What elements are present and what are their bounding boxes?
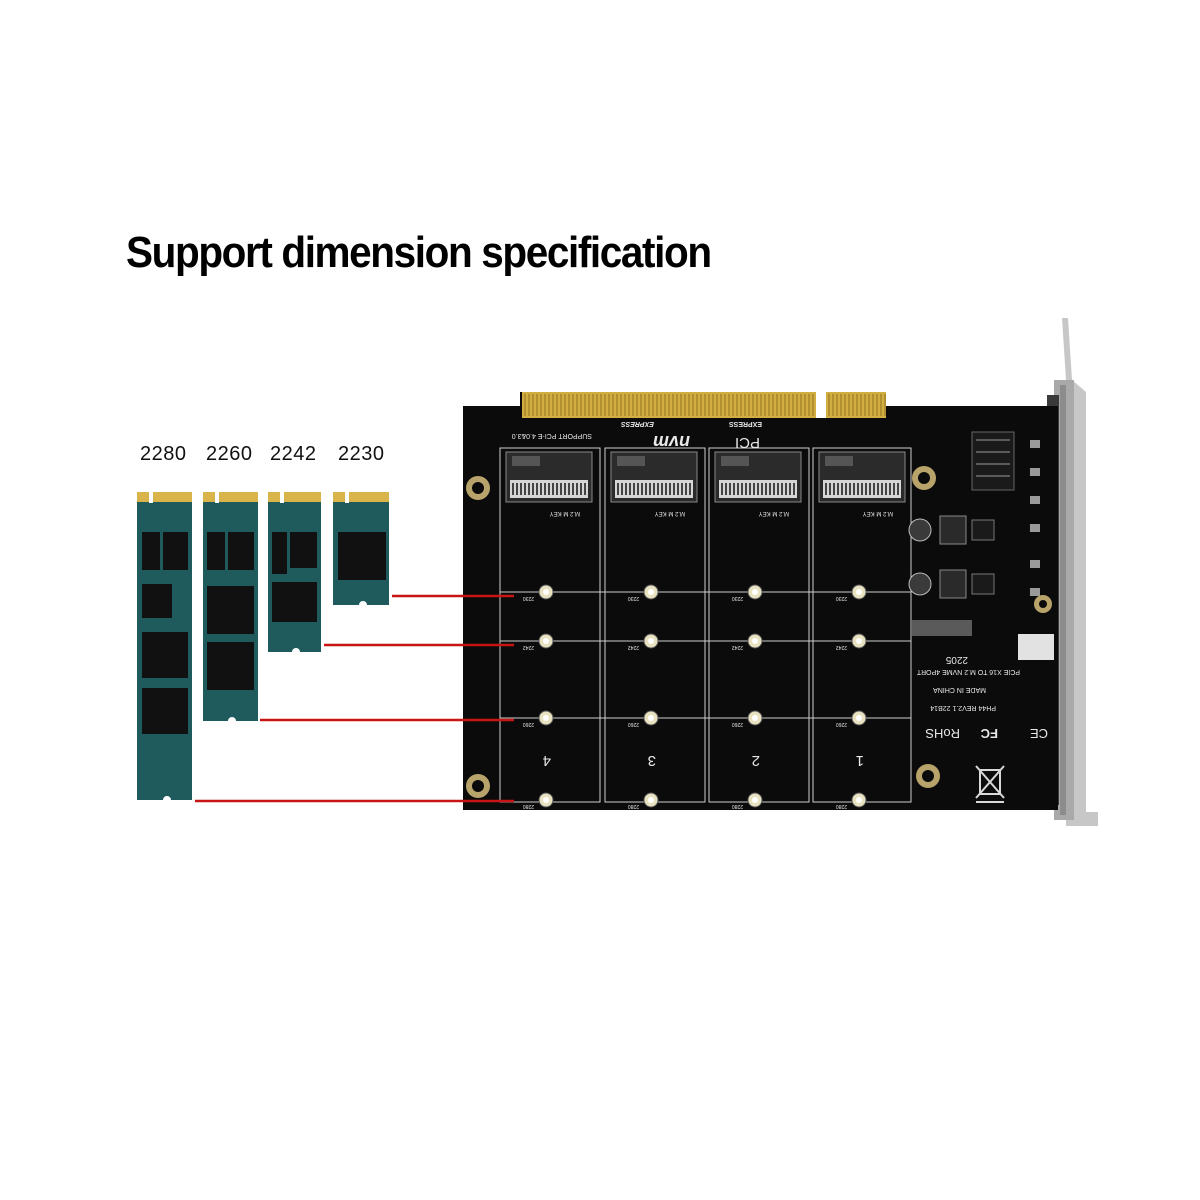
size-label-2260: 2260	[206, 443, 253, 465]
adapter-card	[463, 392, 1058, 810]
slot-number: 1	[856, 752, 864, 769]
mount-label: 2230	[836, 595, 847, 601]
mount-label: 2230	[732, 595, 743, 601]
silk-support: SUPPORT PCI-E 4.0&3.0	[512, 432, 592, 439]
slot-number: 4	[543, 752, 551, 769]
mount-label: 2260	[628, 721, 639, 727]
silk-pci-sub: EXPRESS	[729, 420, 762, 427]
ssd-2230	[333, 491, 389, 605]
ssd-2260	[203, 491, 258, 721]
m2-slot-3	[610, 451, 698, 503]
silk-date: 2205	[945, 654, 968, 665]
size-label-2280: 2280	[140, 443, 187, 465]
slot-number: 3	[648, 752, 656, 769]
mount-label: 2260	[732, 721, 743, 727]
silk-nvm: nvm	[653, 432, 690, 452]
mount-label: 2242	[732, 644, 743, 650]
silk-pci: PCI	[735, 434, 760, 451]
size-label-2242: 2242	[270, 443, 317, 465]
m2-slot-1	[818, 451, 906, 503]
mount-label: 2280	[628, 803, 639, 809]
m2-slot-4	[505, 451, 593, 503]
mount-label: 2280	[836, 803, 847, 809]
silk-made: MADE IN CHINA	[933, 686, 986, 693]
silk-ce: CE	[1030, 726, 1048, 741]
m2-slot-2	[714, 451, 802, 503]
mount-label: 2260	[523, 721, 534, 727]
slot-number: 2	[752, 752, 760, 769]
mount-label: 2230	[628, 595, 639, 601]
ssd-2280	[137, 491, 192, 800]
size-label-2230: 2230	[338, 443, 385, 465]
key-label: M.2 M KEY	[759, 510, 789, 516]
key-label: M.2 M KEY	[655, 510, 685, 516]
mount-label: 2242	[836, 644, 847, 650]
key-label: M.2 M KEY	[863, 510, 893, 516]
page-title: Support dimension specification	[126, 228, 712, 277]
mount-label: 2242	[628, 644, 639, 650]
silk-fc: FC	[980, 726, 998, 741]
mount-label: 2230	[523, 595, 534, 601]
ssd-2242	[268, 491, 321, 652]
silk-rev: PH44 REV2.1 22B14	[930, 704, 996, 711]
silk-rohs: RoHS	[925, 726, 960, 741]
mount-label: 2280	[523, 803, 534, 809]
mount-label: 2260	[836, 721, 847, 727]
mount-label: 2242	[523, 644, 534, 650]
silk-nvm-sub: EXPRESS	[621, 420, 654, 427]
silk-model: PCIE X16 TO M.2 NVME 4PORT	[916, 668, 1020, 675]
mount-label: 2280	[732, 803, 743, 809]
key-label: M.2 M KEY	[550, 510, 580, 516]
indicator-lines	[195, 594, 514, 803]
weee-icon	[975, 765, 1005, 803]
